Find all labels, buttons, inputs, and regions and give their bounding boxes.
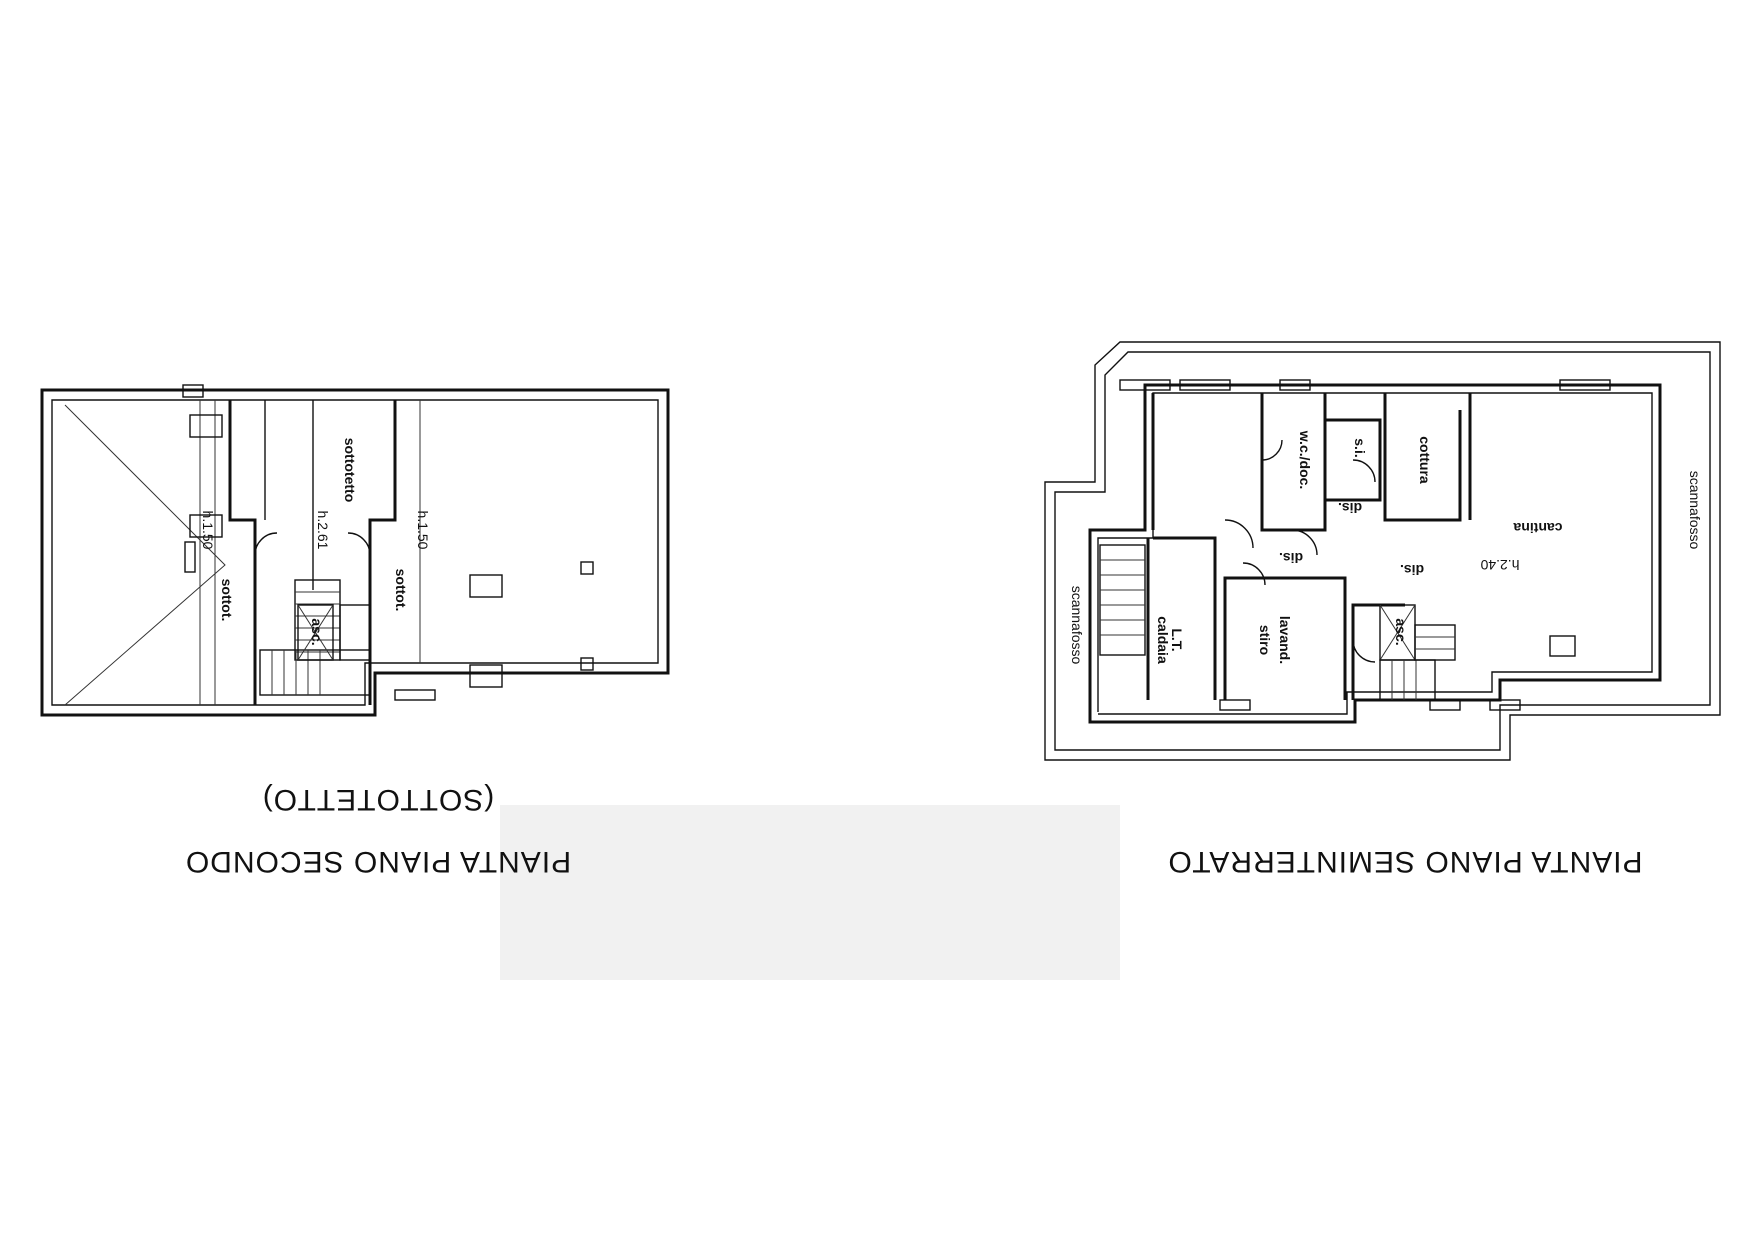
label-si: s.i. bbox=[1352, 438, 1368, 457]
right-outer-perimeter-inner bbox=[1054, 351, 1711, 751]
partition-lavand bbox=[1223, 576, 1347, 700]
skylight-3 bbox=[469, 574, 503, 598]
window-6 bbox=[1429, 699, 1461, 711]
label-dis-c: dis. bbox=[1400, 562, 1424, 578]
left-subtitle: (SOTTOTETTO) bbox=[262, 783, 495, 816]
partition-wc bbox=[1260, 393, 1327, 532]
left-window bbox=[394, 689, 436, 701]
door-dis-b bbox=[1242, 562, 1266, 586]
left-inner-wall bbox=[51, 399, 659, 706]
label-dis-b: dis. bbox=[1338, 500, 1362, 516]
label-h150-a: h.1.50 bbox=[200, 511, 216, 550]
window-2 bbox=[1179, 379, 1231, 391]
label-sottotetto: sottotetto bbox=[342, 438, 358, 503]
window-7 bbox=[1489, 699, 1521, 711]
label-h150-b: h.1.50 bbox=[415, 511, 431, 550]
fixture bbox=[1549, 635, 1576, 657]
left-door-b bbox=[347, 532, 371, 556]
right-title: PIANTA PIANO SEMINTERRATO bbox=[1167, 845, 1642, 878]
right-floor-plan bbox=[1044, 341, 1721, 761]
label-sottot-b: sottot. bbox=[393, 569, 409, 612]
skylight-2 bbox=[189, 514, 223, 538]
label-stiro: stiro bbox=[1257, 625, 1273, 655]
label-lavand: lavand. bbox=[1277, 616, 1293, 664]
label-sottot-a: sottot. bbox=[219, 579, 235, 622]
label-cottura: cottura bbox=[1417, 436, 1433, 484]
partition-cottura bbox=[1383, 393, 1462, 522]
right-main-walls-inner bbox=[1097, 392, 1653, 715]
left-floor-plan bbox=[40, 384, 670, 717]
door-wc bbox=[1261, 439, 1283, 461]
label-asc-right: asc. bbox=[1393, 618, 1409, 645]
right-outer-perimeter bbox=[1044, 341, 1721, 761]
window-1 bbox=[1119, 379, 1171, 391]
skylight-1 bbox=[189, 414, 223, 438]
label-caldaia: caldaia bbox=[1155, 616, 1171, 664]
partition-si bbox=[1325, 418, 1382, 502]
skylight-4 bbox=[469, 664, 503, 688]
label-cantina: cantina bbox=[1513, 520, 1562, 536]
left-lift bbox=[297, 604, 334, 661]
window-4 bbox=[1559, 379, 1611, 391]
left-core-wall-right bbox=[368, 400, 397, 705]
chimney-2 bbox=[580, 657, 594, 671]
partition-lt bbox=[1153, 536, 1217, 700]
chimney-3 bbox=[184, 541, 196, 573]
window-5 bbox=[1219, 699, 1251, 711]
label-scannafosso-b: scannafosso bbox=[1687, 471, 1703, 550]
watermark bbox=[500, 805, 1120, 980]
door-lavand bbox=[1291, 529, 1318, 556]
right-stairs-lift bbox=[1379, 604, 1456, 701]
door-asc bbox=[1352, 639, 1376, 663]
window-3 bbox=[1279, 379, 1311, 391]
label-lt: L.T. bbox=[1169, 628, 1185, 651]
label-asc-left: asc. bbox=[309, 618, 325, 645]
door-si bbox=[1352, 459, 1376, 483]
label-wc: w.c./doc. bbox=[1297, 430, 1313, 490]
right-stairs-left bbox=[1099, 544, 1146, 656]
left-window-2 bbox=[182, 384, 204, 398]
left-title: PIANTA PIANO SECONDO bbox=[185, 845, 571, 878]
roof-ridge-lines bbox=[64, 404, 226, 706]
left-door-a bbox=[254, 532, 278, 556]
right-main-walls bbox=[1088, 383, 1662, 724]
label-h240: h.2.40 bbox=[1480, 557, 1519, 573]
door-dis-a bbox=[1224, 519, 1254, 549]
left-outer-wall bbox=[40, 388, 670, 717]
label-scannafosso-a: scannafosso bbox=[1069, 586, 1085, 665]
label-h261: h.2.61 bbox=[315, 511, 331, 550]
chimney-1 bbox=[580, 561, 594, 575]
left-plan-labels: sottotetto h.2.61 h.1.50 h.1.50 sottot. … bbox=[200, 438, 431, 646]
right-plan-labels: w.c./doc. s.i. cottura cantina h.2.40 di… bbox=[1069, 430, 1703, 665]
left-core-wall-left bbox=[228, 400, 257, 705]
label-dis-a: dis. bbox=[1279, 550, 1303, 566]
